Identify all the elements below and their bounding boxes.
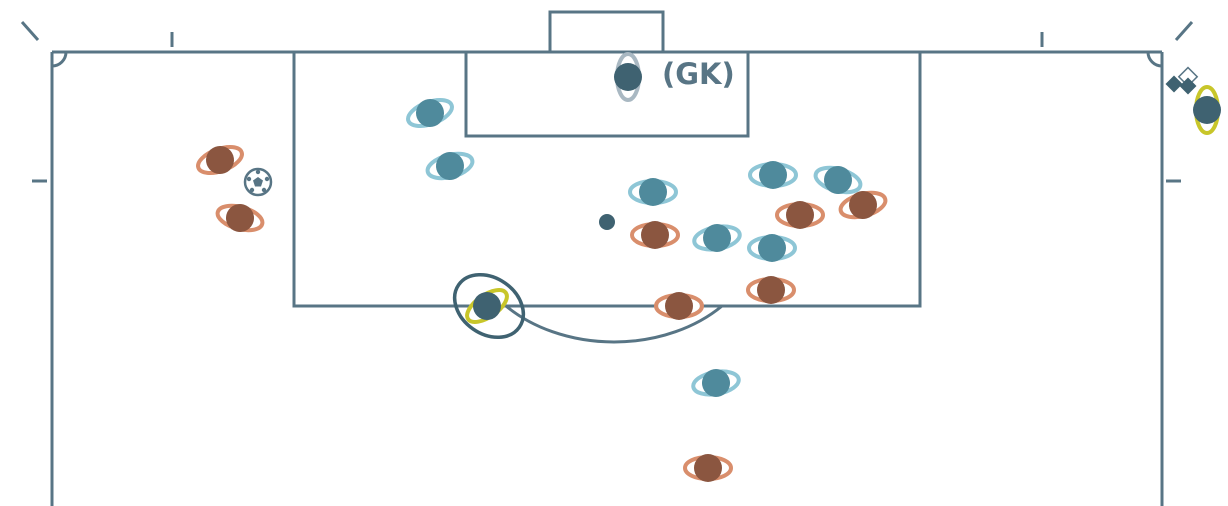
highlight-ellipse	[452, 273, 526, 339]
soccer-ball-icon	[243, 167, 273, 197]
players-layer	[196, 52, 1221, 482]
goal	[548, 10, 665, 52]
player-icon	[628, 178, 678, 206]
corner-arc-left	[51, 51, 68, 68]
player-icon	[406, 98, 454, 128]
marker-dot	[599, 214, 615, 230]
player-icon	[196, 145, 244, 175]
goalkeeper-label: (GK)	[662, 57, 735, 91]
player-icon	[614, 52, 642, 102]
penalty-arc	[505, 304, 723, 344]
player-icon	[748, 161, 798, 189]
corner-arc-right	[1146, 51, 1163, 68]
player-icon	[838, 190, 888, 220]
player-icon	[747, 234, 797, 262]
player-icon	[425, 151, 475, 181]
player-icon	[215, 203, 265, 233]
goal-area	[464, 50, 750, 138]
player-icon	[465, 288, 509, 324]
player-icon	[630, 221, 680, 249]
player-icon	[813, 165, 863, 195]
corner-tick-left	[20, 21, 40, 41]
player-icon	[1193, 85, 1221, 135]
corner-tick-right	[1174, 21, 1194, 41]
player-icon	[775, 201, 825, 229]
player-icon	[692, 224, 742, 252]
player-icon	[683, 454, 733, 482]
pitch-markings	[20, 10, 1194, 506]
corner-flag-icon	[1165, 66, 1199, 95]
player-icon	[654, 292, 704, 320]
player-icon	[691, 369, 741, 397]
player-icon	[746, 276, 796, 304]
